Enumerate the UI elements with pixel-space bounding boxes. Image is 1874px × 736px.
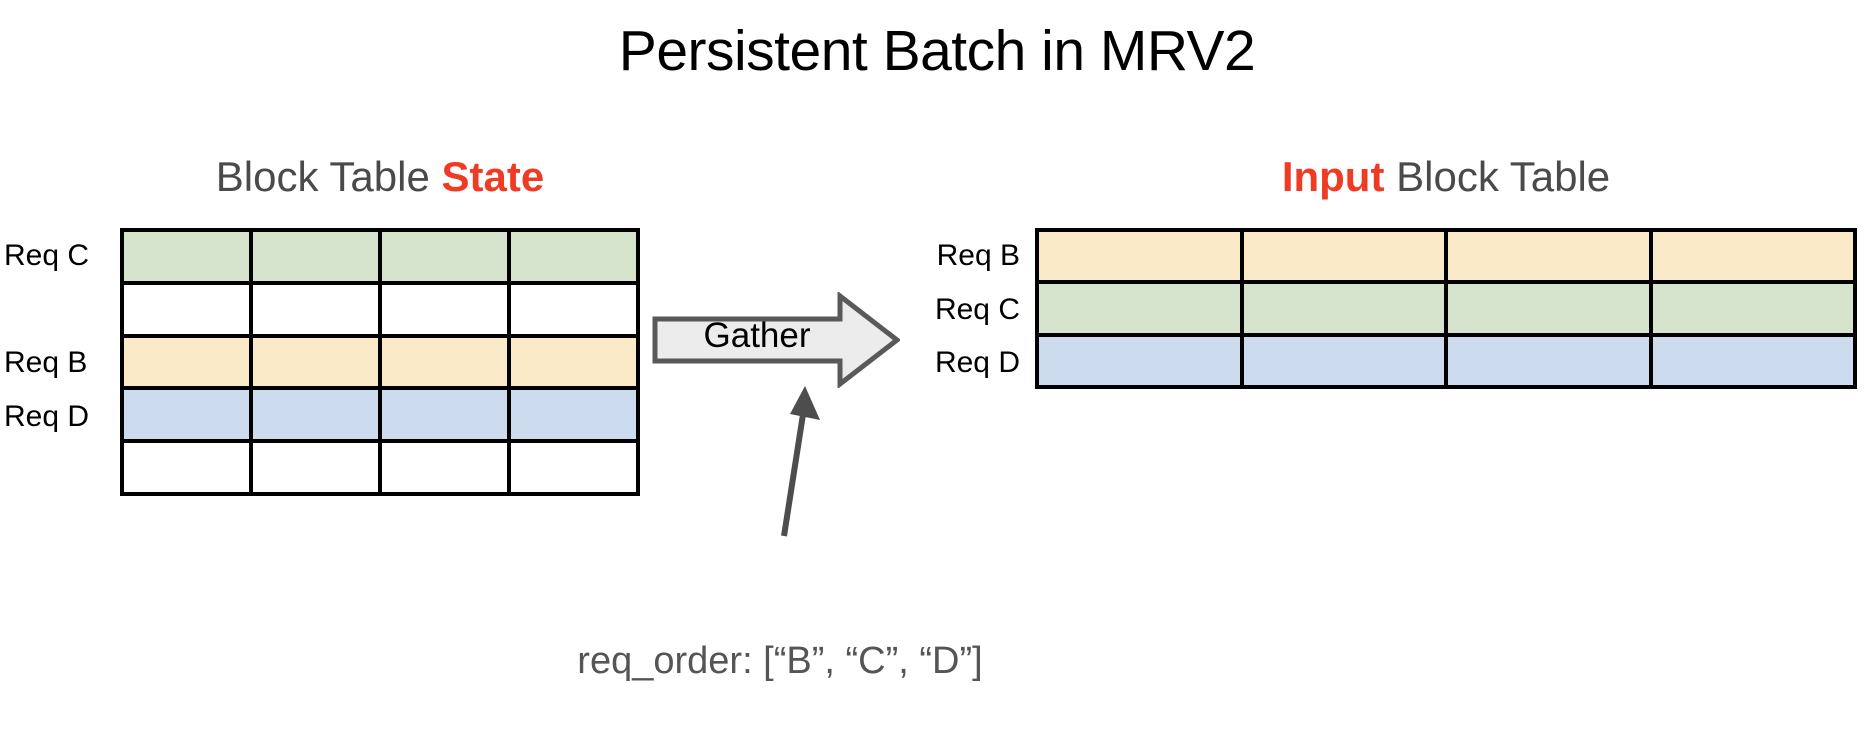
table-row — [124, 443, 636, 492]
block-table-state-grid — [120, 228, 640, 496]
state-row-label-0: Req C — [4, 239, 90, 272]
grid-cell — [511, 337, 636, 387]
grid-cell — [1652, 232, 1853, 281]
grid-cell — [124, 337, 253, 387]
grid-cell — [382, 390, 511, 440]
input-table-heading: Input Block Table — [1035, 152, 1857, 202]
grid-cell — [253, 232, 382, 281]
grid-cell — [511, 284, 636, 334]
state-row-label-2: Req B — [4, 346, 88, 379]
state-table-heading: Block Table State — [120, 152, 640, 202]
grid-cell — [253, 443, 382, 492]
grid-cell — [1448, 284, 1653, 333]
grid-cell — [382, 337, 511, 387]
table-row — [124, 284, 636, 338]
input-row-label-2: Req D — [934, 346, 1020, 379]
grid-cell — [511, 232, 636, 281]
input-row-label-0: Req B — [936, 239, 1020, 272]
grid-cell — [1448, 232, 1653, 281]
input-block-table-grid — [1035, 228, 1857, 389]
page-title: Persistent Batch in MRV2 — [618, 19, 1256, 83]
table-row — [1039, 336, 1853, 385]
input-row-label-1: Req C — [934, 293, 1020, 326]
grid-cell — [1039, 336, 1244, 385]
grid-cell — [253, 390, 382, 440]
grid-cell — [1652, 336, 1853, 385]
pointer-arrow-icon — [740, 380, 880, 540]
grid-cell — [1039, 232, 1244, 281]
gather-label: Gather — [703, 316, 811, 355]
state-row-label-3: Req D — [4, 400, 90, 433]
grid-cell — [124, 443, 253, 492]
state-heading-accent: State — [441, 153, 545, 200]
input-heading-suffix: Block Table — [1384, 153, 1611, 200]
grid-cell — [253, 284, 382, 334]
input-heading-accent: Input — [1281, 153, 1385, 200]
grid-cell — [511, 443, 636, 492]
grid-cell — [124, 284, 253, 334]
grid-cell — [511, 390, 636, 440]
state-heading-prefix: Block Table — [215, 153, 442, 200]
grid-cell — [382, 232, 511, 281]
table-row — [124, 337, 636, 391]
grid-cell — [1243, 336, 1448, 385]
grid-cell — [1243, 284, 1448, 333]
grid-cell — [1652, 284, 1853, 333]
table-row — [1039, 232, 1853, 285]
grid-cell — [253, 337, 382, 387]
grid-cell — [1448, 336, 1653, 385]
table-row — [1039, 284, 1853, 337]
grid-cell — [382, 443, 511, 492]
req-order-caption: req_order: [“B”, “C”, “D”] — [577, 640, 983, 682]
grid-cell — [1243, 232, 1448, 281]
grid-cell — [1039, 284, 1244, 333]
grid-cell — [124, 232, 253, 281]
table-row — [124, 390, 636, 444]
grid-cell — [124, 390, 253, 440]
gather-arrow-icon — [652, 292, 900, 388]
grid-cell — [382, 284, 511, 334]
table-row — [124, 232, 636, 285]
